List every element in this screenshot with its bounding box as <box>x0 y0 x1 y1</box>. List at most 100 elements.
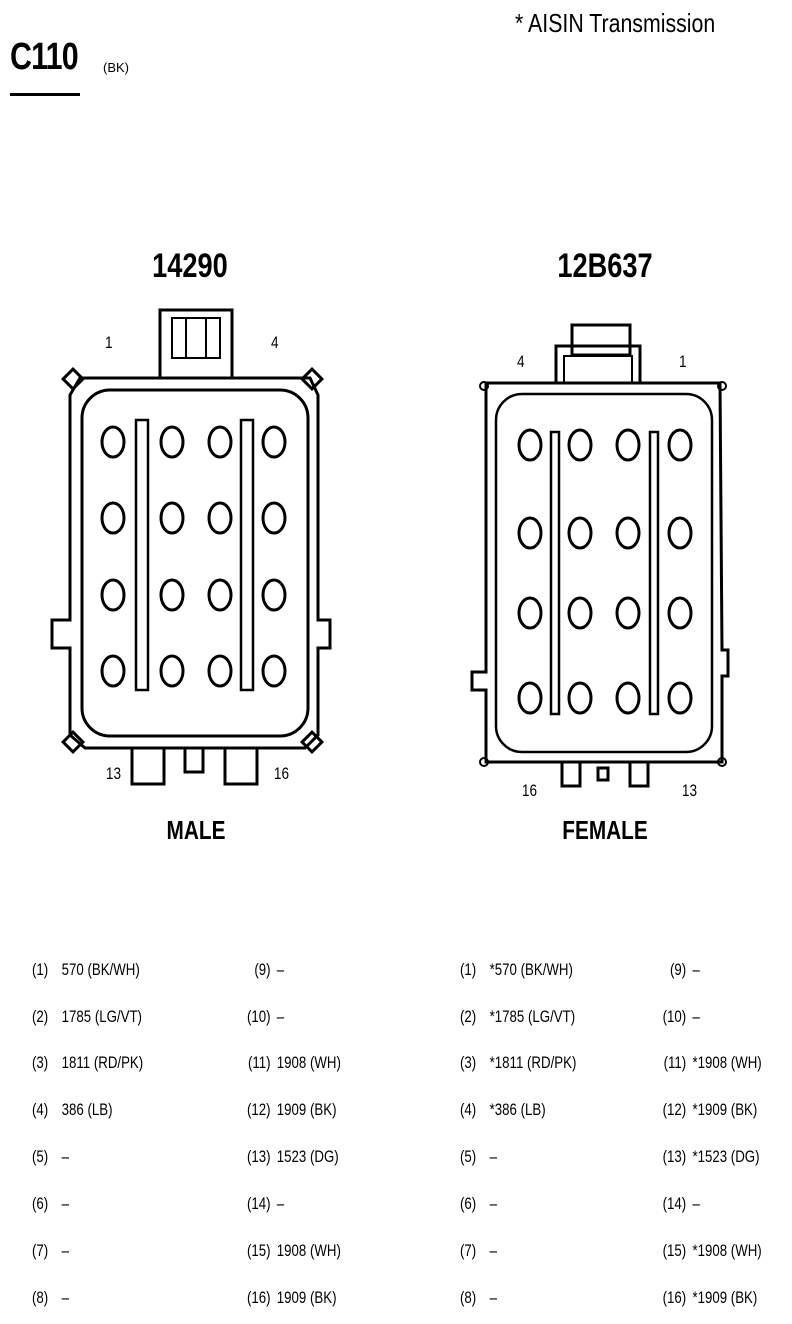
male-pin-row: (13)1523 (DG) <box>230 1147 339 1167</box>
pin-number: (13) <box>246 1147 271 1166</box>
pin-number: (5) <box>460 1147 477 1166</box>
circuit-value: *1908 (WH) <box>692 1053 762 1072</box>
pin-number: (10) <box>662 1007 687 1026</box>
pin-number: (7) <box>32 1241 49 1260</box>
circuit-value: 1785 (LG/VT) <box>61 1007 142 1026</box>
transmission-note: * AISIN Transmission <box>515 8 716 38</box>
pin-number: (8) <box>32 1288 49 1307</box>
pin-number: (15) <box>246 1241 271 1260</box>
title-underline <box>10 93 80 96</box>
male-pin-cavities <box>100 425 287 688</box>
female-pin-row: (7)– <box>460 1241 497 1261</box>
female-pin-label-top-right: 1 <box>678 352 687 371</box>
male-pin-label-top-left: 1 <box>104 333 113 352</box>
circuit-value: *1909 (BK) <box>692 1100 758 1119</box>
female-pin-row: (1)*570 (BK/WH) <box>460 960 573 980</box>
female-pin-label-bottom-right: 13 <box>681 781 698 800</box>
pin-number: (3) <box>32 1053 49 1072</box>
male-pin-row: (10)– <box>230 1007 284 1027</box>
pin-number: (13) <box>662 1147 687 1166</box>
male-pin-row: (1)570 (BK/WH) <box>32 960 140 980</box>
pin-number: (10) <box>246 1007 271 1026</box>
female-label: FEMALE <box>562 815 648 845</box>
pin-number: (16) <box>246 1288 271 1307</box>
circuit-value: – <box>61 1288 70 1307</box>
pin-number: (6) <box>32 1194 49 1213</box>
male-pin-row: (4)386 (LB) <box>32 1100 112 1120</box>
pin-number: (9) <box>669 960 687 979</box>
pin-number: (11) <box>247 1053 271 1072</box>
male-pin-label-bottom-right: 16 <box>273 764 290 783</box>
circuit-value: – <box>276 1194 285 1213</box>
male-pin-row: (14)– <box>230 1194 284 1214</box>
female-part-number: 12B637 <box>557 247 653 285</box>
pin-number: (7) <box>460 1241 477 1260</box>
male-pin-row: (3)1811 (RD/PK) <box>32 1053 143 1073</box>
circuit-value: 570 (BK/WH) <box>61 960 140 979</box>
female-pin-row: (5)– <box>460 1147 497 1167</box>
circuit-value: – <box>276 1007 285 1026</box>
pin-number: (9) <box>254 960 271 979</box>
female-pin-row: (9)– <box>655 960 700 980</box>
male-pin-row: (5)– <box>32 1147 69 1167</box>
circuit-value: – <box>692 1007 700 1026</box>
circuit-value: 1909 (BK) <box>276 1288 337 1307</box>
male-pin-label-top-right: 4 <box>270 333 279 352</box>
connector-id: C110 <box>10 36 79 78</box>
female-pin-label-top-left: 4 <box>516 352 525 371</box>
pin-number: (16) <box>662 1288 687 1307</box>
male-pin-row: (2) 1785 (LG/VT) <box>32 1007 142 1027</box>
pin-number: (5) <box>32 1147 49 1166</box>
pin-number: (4) <box>460 1100 477 1119</box>
circuit-value: – <box>61 1241 70 1260</box>
male-connector-face <box>50 308 332 786</box>
circuit-value: 1909 (BK) <box>276 1100 337 1119</box>
female-pin-cavities <box>517 428 693 715</box>
connector-drawings <box>50 308 730 788</box>
circuit-value: – <box>61 1147 70 1166</box>
female-pin-row: (4) *386 (LB) <box>460 1100 546 1120</box>
circuit-value: *386 (LB) <box>489 1100 546 1119</box>
female-pin-row: (14)– <box>655 1194 700 1214</box>
male-pin-row: (8)– <box>32 1288 69 1308</box>
male-pin-row: (16) 1909 (BK) <box>230 1288 337 1308</box>
female-connector-face <box>470 323 730 788</box>
pin-number: (2) <box>32 1007 49 1026</box>
circuit-value: 386 (LB) <box>61 1100 113 1119</box>
pin-number: (3) <box>460 1053 477 1072</box>
connector-color: (BK) <box>103 60 129 75</box>
pin-number: (6) <box>460 1194 477 1213</box>
female-pin-row: (8)– <box>460 1288 497 1308</box>
male-pin-row: (12) 1909 (BK) <box>230 1100 337 1120</box>
circuit-value: *1523 (DG) <box>692 1147 760 1166</box>
circuit-value: 1908 (WH) <box>276 1241 341 1260</box>
pin-number: (14) <box>246 1194 271 1213</box>
female-pin-row: (3) *1811 (RD/PK) <box>460 1053 576 1073</box>
circuit-value: – <box>276 960 285 979</box>
male-part-number: 14290 <box>152 247 228 285</box>
pin-number: (12) <box>662 1100 687 1119</box>
circuit-value: *1909 (BK) <box>692 1288 758 1307</box>
female-pin-label-bottom-left: 16 <box>521 781 538 800</box>
pin-number: (15) <box>662 1241 687 1260</box>
female-pin-row: (16) *1909 (BK) <box>655 1288 758 1308</box>
pin-number: (11) <box>663 1053 687 1072</box>
male-pin-row: (11)1908 (WH) <box>230 1053 341 1073</box>
circuit-value: *570 (BK/WH) <box>489 960 573 979</box>
female-pin-row: (12) *1909 (BK) <box>655 1100 758 1120</box>
circuit-value: *1785 (LG/VT) <box>489 1007 576 1026</box>
pin-number: (2) <box>460 1007 477 1026</box>
male-pin-row: (9)– <box>230 960 284 980</box>
pin-number: (12) <box>246 1100 271 1119</box>
female-pin-row: (11) *1908 (WH) <box>655 1053 762 1073</box>
circuit-value: *1811 (RD/PK) <box>489 1053 577 1072</box>
pin-number: (8) <box>460 1288 477 1307</box>
circuit-value: – <box>489 1288 498 1307</box>
circuit-value: – <box>61 1194 70 1213</box>
circuit-value: – <box>489 1194 498 1213</box>
male-pin-row: (7)– <box>32 1241 69 1261</box>
female-pin-row: (13) *1523 (DG) <box>655 1147 760 1167</box>
circuit-value: – <box>692 1194 700 1213</box>
male-pin-label-bottom-left: 13 <box>105 764 122 783</box>
female-pin-row: (2) *1785 (LG/VT) <box>460 1007 575 1027</box>
